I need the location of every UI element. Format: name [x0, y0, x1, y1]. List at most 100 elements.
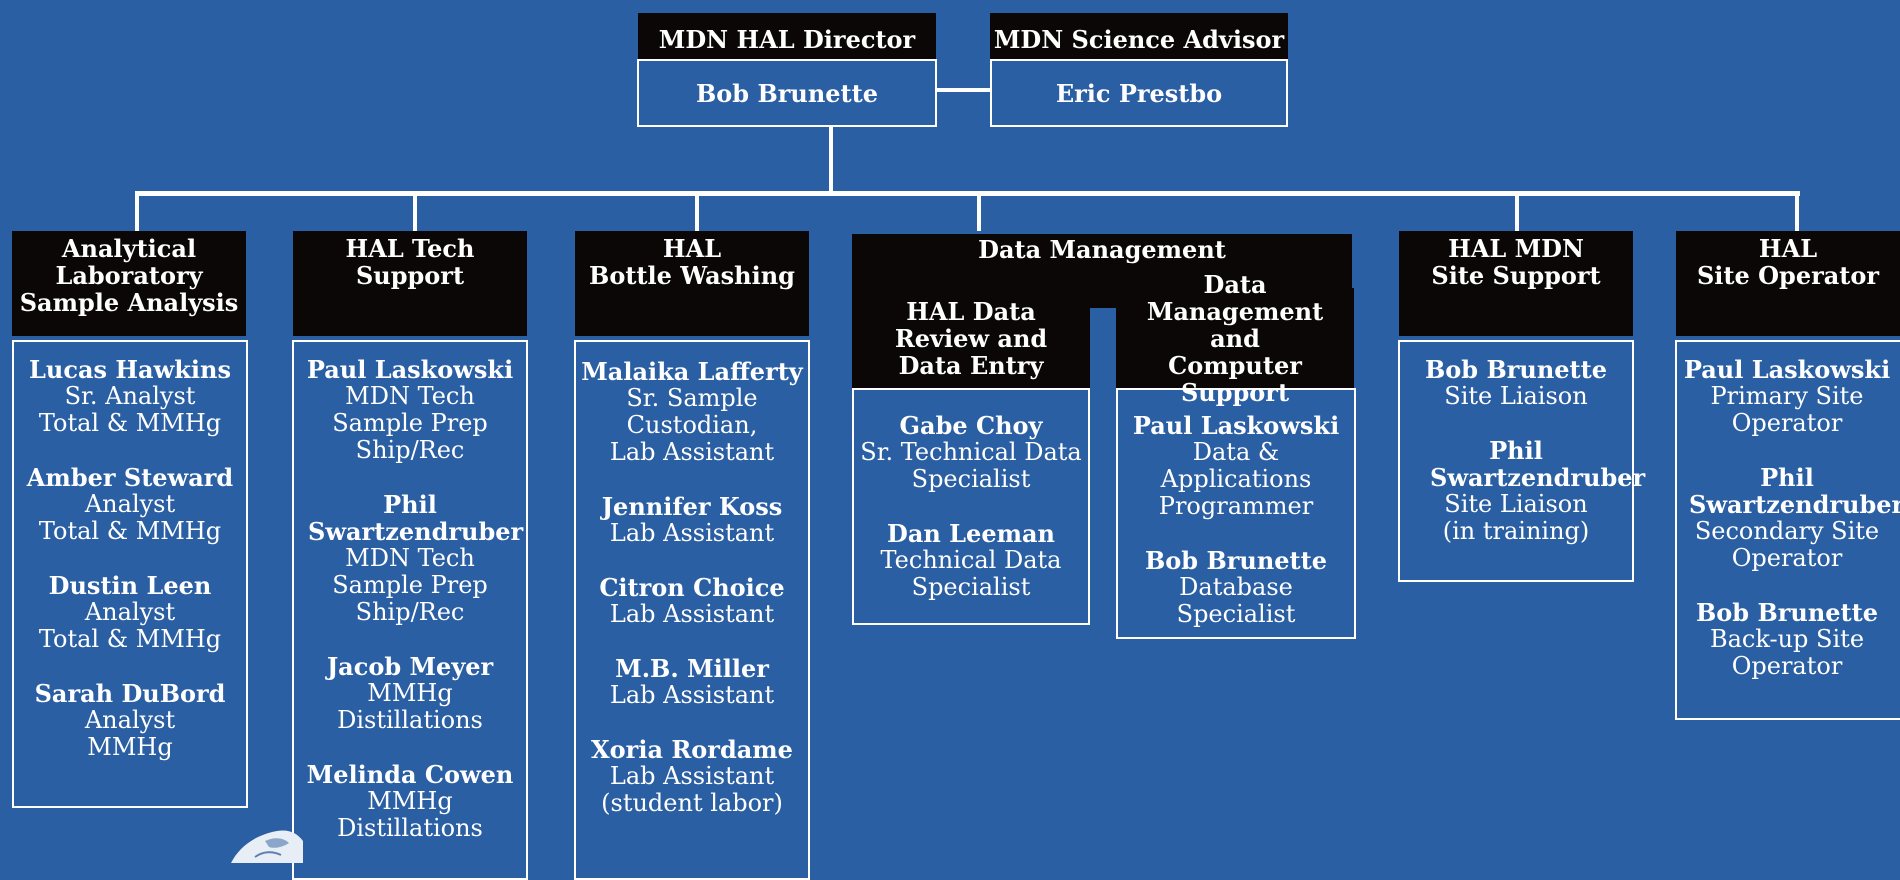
person-role: Sample Prep — [332, 571, 488, 599]
person-name: Jennifer Koss — [601, 492, 783, 521]
data-subgroups-connector — [1090, 288, 1116, 308]
person-role: Operator — [1731, 409, 1843, 437]
person-name: Amber Steward — [26, 463, 234, 492]
person-name: Paul Laskowski — [306, 355, 514, 384]
col-site-operator-title-2: Site Operator — [1696, 261, 1880, 290]
subgroup-computer-support-title-3: Computer Support — [1168, 350, 1302, 407]
person-role: MMHg — [87, 733, 173, 761]
person-card: Citron Choice Lab Assistant — [576, 574, 808, 628]
person-role: MMHg — [367, 787, 453, 815]
col-site-support-title-2: Site Support — [1431, 261, 1601, 290]
col-data-management-title: Data Management — [978, 235, 1226, 264]
person-role: (in training) — [1442, 517, 1590, 545]
person-card: Phil Swartzendruber Site Liaison (in tra… — [1400, 436, 1646, 545]
person-role: Site Liaison — [1444, 490, 1588, 518]
person-card: Sarah DuBord Analyst MMHg — [14, 680, 246, 761]
branch-drop-6 — [1795, 191, 1799, 231]
col-analytical-title-2: Laboratory — [55, 261, 203, 290]
col-data-management-header: Data Management — [852, 234, 1352, 288]
person-name: Bob Brunette — [1145, 546, 1327, 575]
subgroup-computer-support-header: Data Management and Computer Support — [1116, 271, 1354, 406]
person-card: Phil Swartzendruber MDN Tech Sample Prep… — [294, 491, 526, 626]
col-tech-support-title-1: HAL Tech — [345, 234, 475, 263]
horizontal-branch-line — [135, 191, 1800, 196]
person-role: Site Liaison — [1444, 382, 1588, 410]
person-role: Analyst — [84, 598, 176, 626]
subgroup-data-entry-title-2: Review and — [894, 323, 1048, 353]
person-name: M.B. Miller — [615, 654, 769, 683]
director-advisor-connector — [936, 88, 990, 92]
person-role: Data & Applications — [1160, 438, 1312, 493]
person-role: Total & MMHg — [38, 517, 222, 545]
person-role: Distillations — [337, 706, 483, 734]
person-name: Malaika Lafferty — [581, 357, 803, 386]
director-title-text: MDN HAL Director — [658, 24, 916, 54]
subgroup-data-entry-header: HAL Data Review and Data Entry — [852, 288, 1090, 388]
person-card: Paul Laskowski MDN Tech Sample Prep Ship… — [294, 356, 526, 464]
person-role: Sr. Analyst — [64, 382, 196, 410]
person-card: Paul Laskowski Data & Applications Progr… — [1118, 412, 1354, 520]
person-card: Bob Brunette Database Specialist — [1118, 547, 1354, 628]
person-role: Lab Assistant — [609, 762, 775, 790]
person-card: Phil Swartzendruber Secondary Site Opera… — [1677, 464, 1900, 572]
person-card: Gabe Choy Sr. Technical Data Specialist — [854, 412, 1088, 493]
person-role: MDN Tech — [345, 382, 475, 410]
advisor-name-box: Eric Prestbo — [990, 59, 1288, 127]
subgroup-computer-support-title-1: Data Management — [1146, 269, 1324, 326]
col-tech-support-body: Paul Laskowski MDN Tech Sample Prep Ship… — [292, 340, 528, 880]
person-role: Primary Site — [1710, 382, 1864, 410]
person-card: Amber Steward Analyst Total & MMHg — [14, 464, 246, 545]
person-role: Operator — [1731, 544, 1843, 572]
col-site-operator-title-1: HAL — [1758, 234, 1818, 263]
person-name: Phil Swartzendruber — [1430, 436, 1646, 492]
person-card: Dustin Leen Analyst Total & MMHg — [14, 572, 246, 653]
person-name: Bob Brunette — [1696, 598, 1878, 627]
person-role: Sample Prep — [332, 409, 488, 437]
person-role: Total & MMHg — [38, 625, 222, 653]
person-role: Database Specialist — [1176, 573, 1296, 628]
person-name: Paul Laskowski — [1683, 355, 1891, 384]
col-bottle-washing-body: Malaika Lafferty Sr. Sample Custodian, L… — [574, 340, 810, 880]
person-name: Dan Leeman — [887, 519, 1055, 548]
person-role: Lab Assistant — [609, 600, 775, 628]
director-down-connector — [829, 126, 833, 194]
col-bottle-washing-title-2: Bottle Washing — [589, 261, 795, 290]
branch-drop-3 — [695, 191, 699, 231]
person-card: Melinda Cowen MMHg Distillations — [294, 761, 526, 842]
person-role: Lab Assistant — [609, 681, 775, 709]
col-bottle-washing-header: HAL Bottle Washing — [575, 231, 809, 336]
person-name: Jacob Meyer — [326, 652, 494, 681]
person-card: M.B. Miller Lab Assistant — [576, 655, 808, 709]
person-role: Analyst — [84, 490, 176, 518]
col-analytical-body: Lucas Hawkins Sr. Analyst Total & MMHg A… — [12, 340, 248, 808]
person-role: MMHg — [367, 679, 453, 707]
person-card: Jacob Meyer MMHg Distillations — [294, 653, 526, 734]
person-role: MDN Tech — [345, 544, 475, 572]
person-role: Distillations — [337, 814, 483, 842]
person-name: Citron Choice — [599, 573, 785, 602]
branch-drop-5 — [1515, 191, 1519, 231]
person-role: (student labor) — [601, 789, 783, 817]
branch-drop-2 — [413, 191, 417, 231]
col-site-support-header: HAL MDN Site Support — [1399, 231, 1633, 336]
col-site-operator-header: HAL Site Operator — [1676, 231, 1900, 336]
person-role: Operator — [1731, 652, 1843, 680]
subgroup-computer-support-title-2: and — [1210, 323, 1260, 353]
col-site-support-title-1: HAL MDN — [1448, 234, 1584, 263]
person-card: Lucas Hawkins Sr. Analyst Total & MMHg — [14, 356, 246, 437]
person-name: Dustin Leen — [48, 571, 212, 600]
person-role: Analyst — [84, 706, 176, 734]
director-name-box: Bob Brunette — [637, 59, 937, 127]
person-role: Lab Assistant — [609, 438, 775, 466]
person-role: Secondary Site — [1694, 517, 1880, 545]
director-title: MDN HAL Director — [638, 13, 936, 59]
person-role: Total & MMHg — [38, 409, 222, 437]
person-role: Back-up Site — [1709, 625, 1865, 653]
branch-drop-4 — [977, 191, 981, 231]
person-name: Paul Laskowski — [1132, 411, 1340, 440]
subgroup-data-entry-body: Gabe Choy Sr. Technical Data Specialist … — [852, 388, 1090, 625]
person-card: Xoria Rordame Lab Assistant (student lab… — [576, 736, 808, 817]
branch-drop-1 — [135, 191, 139, 231]
advisor-name: Eric Prestbo — [1055, 78, 1223, 108]
person-role: Sr. Technical Data — [860, 438, 1082, 466]
